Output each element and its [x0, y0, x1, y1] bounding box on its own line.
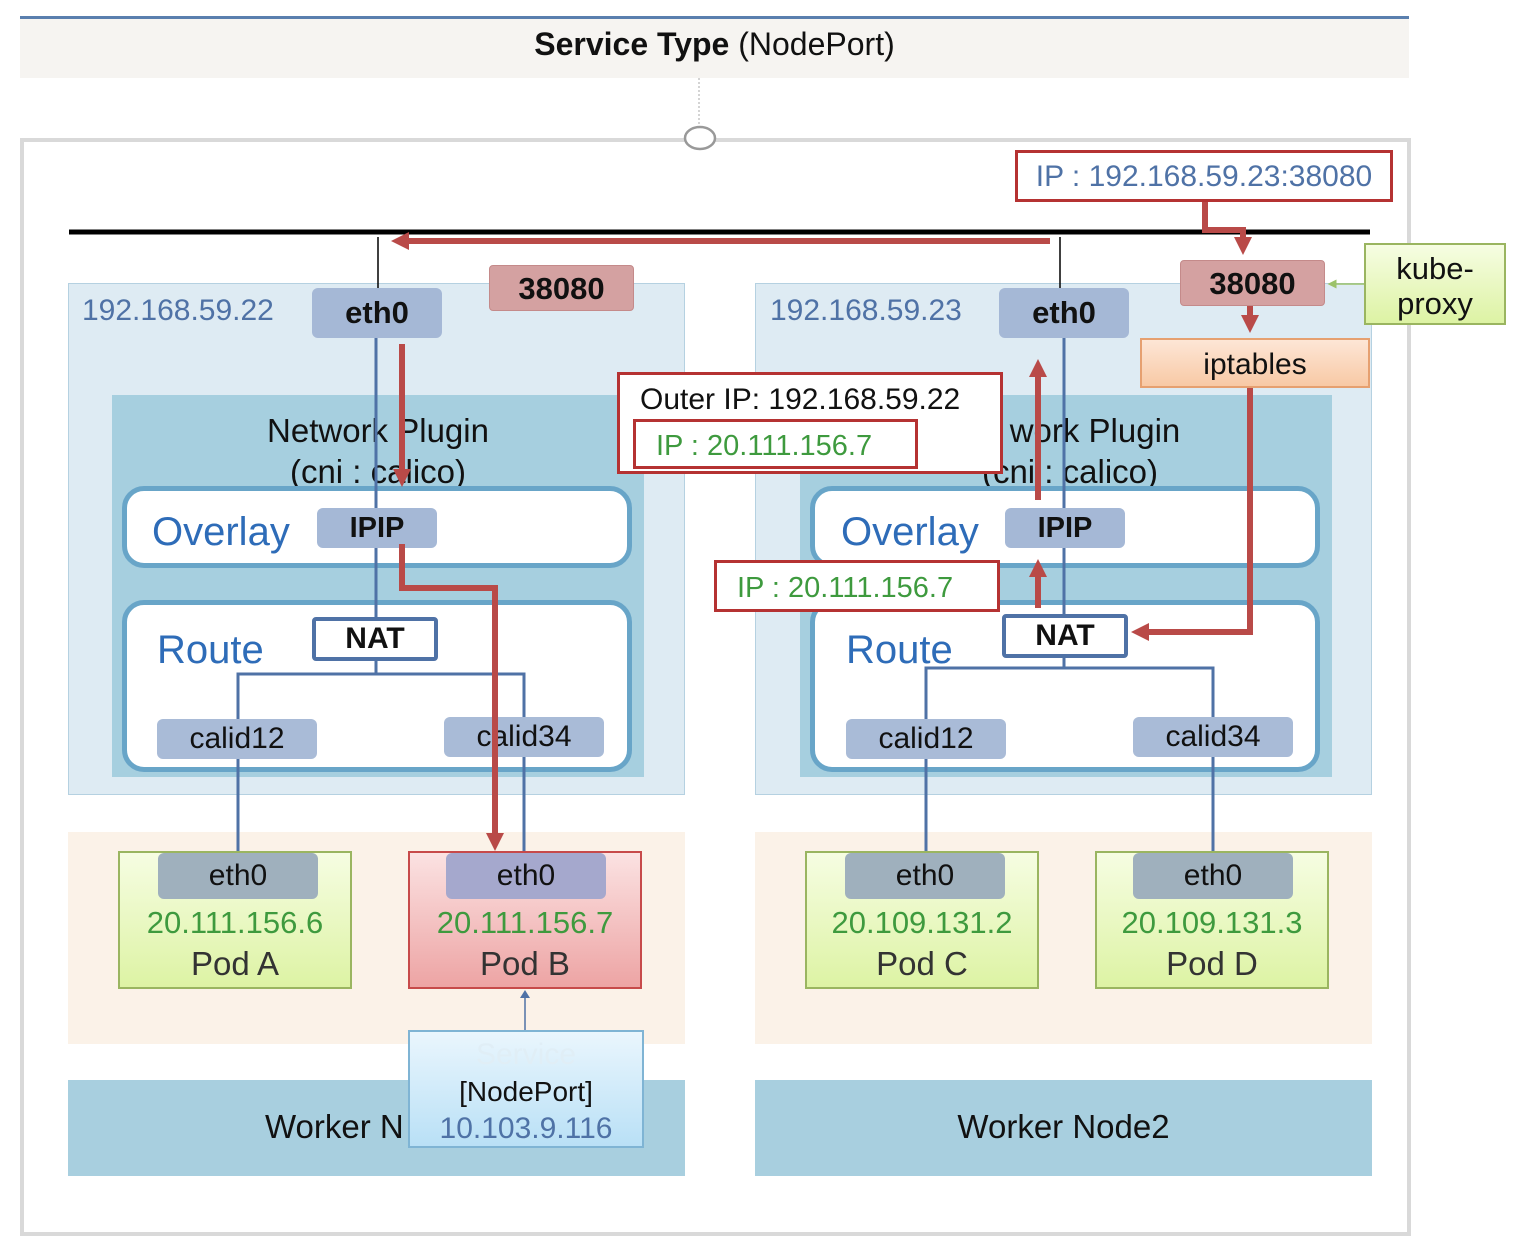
pod-c-ip: 20.109.131.2	[831, 905, 1013, 940]
node1-footer-label: Worker N	[265, 1108, 404, 1145]
node2-plugin-label2: (cni : calico)	[981, 453, 1159, 490]
node1-plugin-label2: (cni : calico)	[289, 453, 467, 490]
kube-proxy-box: kube- proxy	[1364, 243, 1506, 325]
node2-ip: 192.168.59.23	[770, 294, 962, 327]
service-box: Service [NodePort] 10.103.9.116	[408, 1030, 644, 1148]
pod-a: eth0 20.111.156.6 Pod A	[118, 851, 352, 989]
node1-calid34: calid34	[444, 717, 604, 757]
node2-calid34: calid34	[1133, 717, 1293, 757]
node1-plugin-label1: Network Plugin	[267, 412, 489, 449]
external-request-ip: IP : 192.168.59.23:38080	[1015, 150, 1393, 202]
pod-d: eth0 20.109.131.3 Pod D	[1095, 851, 1329, 989]
iptables-box: iptables	[1140, 338, 1370, 388]
pod-b-eth0: eth0	[446, 853, 606, 899]
kube-proxy-label: kube- proxy	[1396, 251, 1474, 321]
node2-calid12: calid12	[846, 719, 1006, 759]
pod-b: eth0 20.111.156.7 Pod B	[408, 851, 642, 989]
node1-nat: NAT	[312, 617, 438, 661]
pod-b-ip: 20.111.156.7	[436, 905, 614, 940]
node2-port: 38080	[1180, 260, 1325, 306]
node2-inner-ip-label: IP : 20.111.156.7	[737, 572, 954, 604]
node1-ip: 192.168.59.22	[82, 294, 274, 327]
node1-ipip: IPIP	[317, 508, 437, 548]
node1-eth0: eth0	[312, 288, 442, 338]
service-ip: 10.103.9.116	[439, 1112, 613, 1145]
pod-d-name: Pod D	[1166, 945, 1258, 982]
outer-ip-inner-label: IP : 20.111.156.7	[656, 430, 873, 462]
node1-route-label: Route	[157, 628, 264, 672]
outer-ip-inner-box: IP : 20.111.156.7	[633, 419, 918, 469]
node2-eth0: eth0	[999, 288, 1129, 338]
node2-footer-label: Worker Node2	[957, 1108, 1170, 1145]
pod-a-name: Pod A	[190, 945, 280, 982]
node1-overlay-label: Overlay	[152, 510, 290, 554]
node1-calid12: calid12	[157, 719, 317, 759]
iptables-label: iptables	[1203, 348, 1307, 381]
node2-nat: NAT	[1002, 614, 1128, 658]
pod-b-name: Pod B	[480, 945, 570, 982]
outer-ip-label: Outer IP: 192.168.59.22	[640, 383, 961, 416]
pod-a-ip: 20.111.156.6	[146, 905, 324, 940]
node2-route-label: Route	[846, 628, 953, 672]
node2-ipip: IPIP	[1005, 508, 1125, 548]
service-type: [NodePort]	[459, 1076, 593, 1107]
pod-a-eth0: eth0	[158, 853, 318, 899]
pod-c: eth0 20.109.131.2 Pod C	[805, 851, 1039, 989]
node2-inner-ip-box: IP : 20.111.156.7	[714, 560, 1000, 612]
title-band	[20, 16, 1409, 78]
node2-footer	[755, 1080, 1372, 1176]
diagram-title: Service Type (NodePort)	[534, 26, 895, 62]
node1-port: 38080	[489, 265, 634, 311]
service-title: Service	[475, 1038, 577, 1071]
pod-d-ip: 20.109.131.3	[1121, 905, 1303, 940]
external-request-ip-text: IP : 192.168.59.23:38080	[1035, 160, 1373, 193]
pod-c-name: Pod C	[876, 945, 968, 982]
pod-d-eth0: eth0	[1133, 853, 1293, 899]
pod-c-eth0: eth0	[845, 853, 1005, 899]
node2-overlay-label: Overlay	[841, 510, 979, 554]
